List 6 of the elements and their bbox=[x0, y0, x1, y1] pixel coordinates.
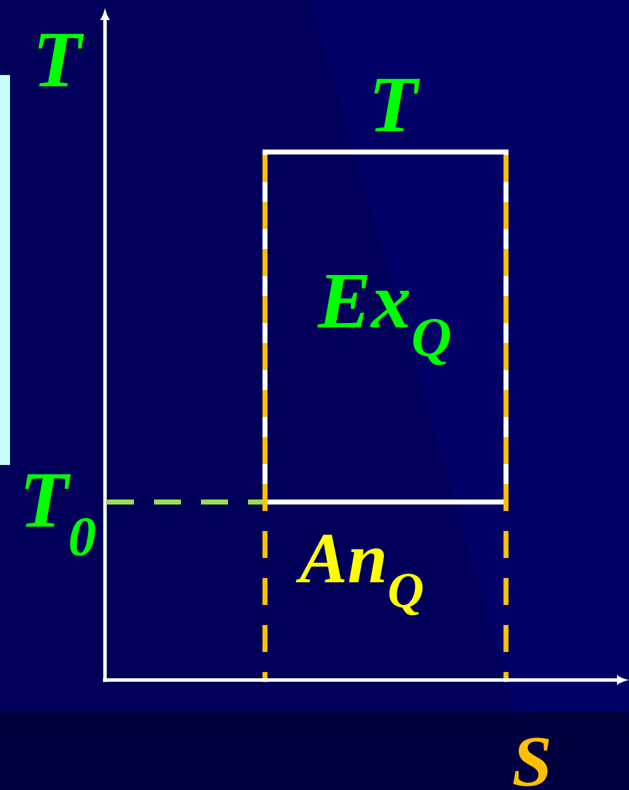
temperature-label: T bbox=[374, 78, 420, 132]
axis-label: T bbox=[38, 34, 84, 86]
area-label: Ex$_{Q}$ bbox=[317, 275, 450, 365]
axis-label: S bbox=[513, 738, 549, 786]
area-label: An$_{Q}$ bbox=[296, 534, 423, 616]
temperature-label: T$_{0}$ bbox=[25, 474, 96, 556]
